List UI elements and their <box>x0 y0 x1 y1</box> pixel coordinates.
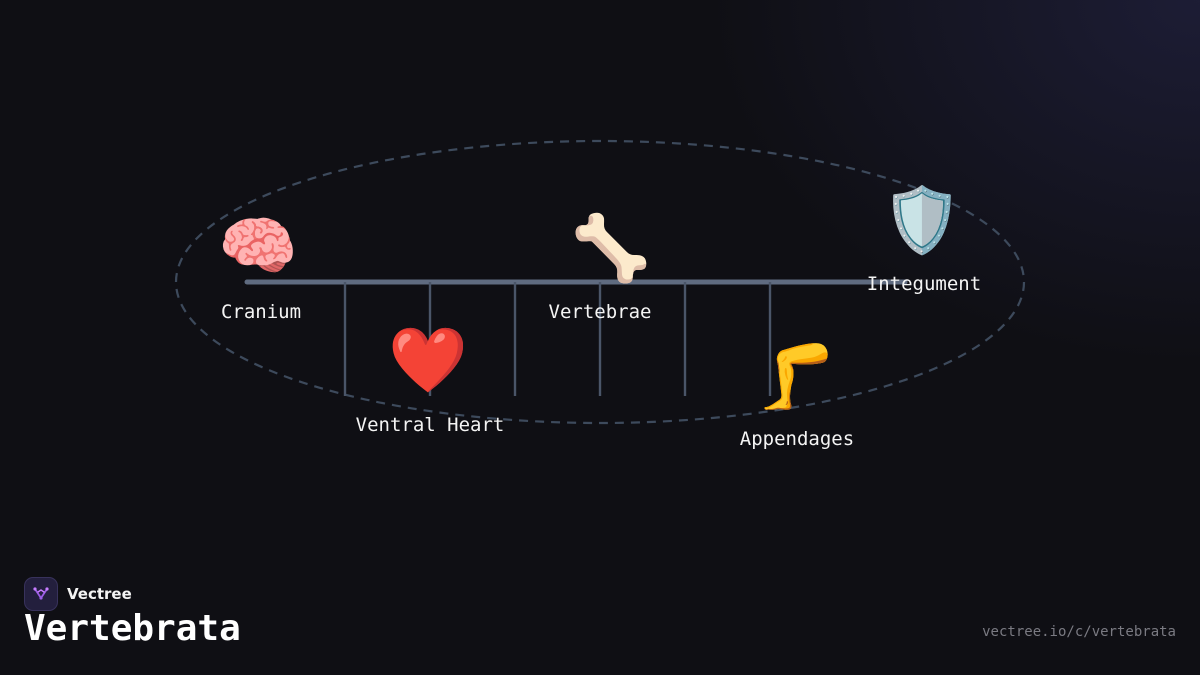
page-url[interactable]: vectree.io/c/vertebrata <box>982 624 1176 640</box>
page-title: Vertebrata <box>24 608 241 649</box>
node-cranium[interactable]: 🧠 Cranium <box>218 210 301 323</box>
node-label-cranium: Cranium <box>221 301 301 323</box>
node-label-integument: Integument <box>867 273 981 295</box>
node-label-ventral-heart: Ventral Heart <box>356 414 505 436</box>
node-label-vertebrae: Vertebrae <box>549 301 652 323</box>
node-vertebrae[interactable]: 🦴 Vertebrae <box>549 210 652 323</box>
boundary-ellipse <box>174 139 1026 425</box>
leg-icon: 🦵 <box>756 340 836 414</box>
node-appendages[interactable]: 🦵 Appendages <box>740 340 854 450</box>
vector-tree-icon <box>24 577 58 611</box>
node-integument[interactable]: 🛡️ Integument <box>867 184 981 295</box>
shield-icon: 🛡️ <box>882 184 962 258</box>
heart-icon: ❤️ <box>388 324 468 398</box>
brand-name: Vectree <box>67 585 132 603</box>
brand[interactable]: Vectree <box>24 577 132 611</box>
node-label-appendages: Appendages <box>740 428 854 450</box>
node-ventral-heart[interactable]: ❤️ Ventral Heart <box>356 324 505 436</box>
bone-icon: 🦴 <box>571 210 651 286</box>
brain-icon: 🧠 <box>218 210 298 284</box>
spine-ticks <box>343 282 772 396</box>
